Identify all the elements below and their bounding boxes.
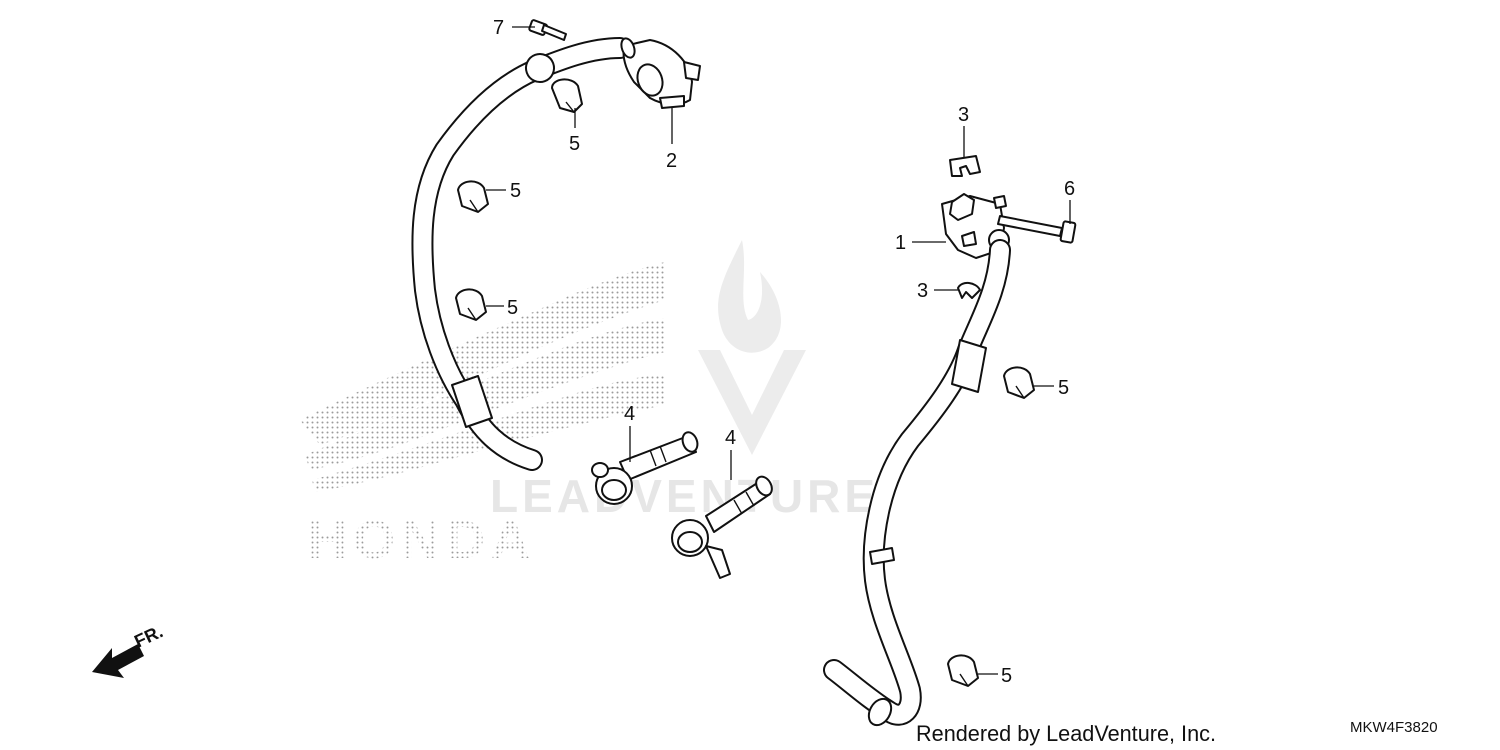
callout-5-left-top[interactable]: 5 xyxy=(569,133,580,155)
bolt-7 xyxy=(528,19,567,41)
valve-2 xyxy=(620,37,701,109)
clip-5-right-mid xyxy=(1003,366,1035,399)
clip-3-top xyxy=(949,155,981,177)
clip-5-right-low xyxy=(947,654,979,687)
callout-3-top[interactable]: 3 xyxy=(958,104,969,126)
watermark-text: LEADVENTURE xyxy=(490,470,879,522)
honda-brand-text: HONDA xyxy=(308,510,536,570)
left-hose xyxy=(411,37,631,471)
leader-lines xyxy=(486,26,1071,675)
clip-3-low xyxy=(957,282,981,299)
callout-1[interactable]: 1 xyxy=(895,232,906,254)
callout-5-right-mid[interactable]: 5 xyxy=(1058,377,1069,399)
connector-4-right xyxy=(671,475,773,579)
right-hose xyxy=(823,239,1011,727)
callout-7[interactable]: 7 xyxy=(493,17,504,39)
callout-5-right-low[interactable]: 5 xyxy=(1001,665,1012,687)
bolt-6 xyxy=(997,215,1077,244)
connector-4-left xyxy=(591,431,699,505)
callout-5-left-mid[interactable]: 5 xyxy=(510,180,521,202)
callout-6[interactable]: 6 xyxy=(1064,178,1075,200)
callout-4-left[interactable]: 4 xyxy=(624,403,635,425)
diagram-code: MKW4F3820 xyxy=(1350,719,1438,736)
clip-5-left-top xyxy=(551,78,583,113)
front-direction-arrow: FR. xyxy=(92,621,166,678)
clip-5-left-mid xyxy=(457,180,489,213)
clip-5-left-low xyxy=(455,288,487,321)
callouts: 7 5 2 5 5 3 6 1 3 5 4 4 5 xyxy=(493,17,1075,687)
callout-2[interactable]: 2 xyxy=(666,150,677,172)
leadventure-watermark: LEADVENTURE xyxy=(490,240,879,522)
callout-4-right[interactable]: 4 xyxy=(725,427,736,449)
callout-3-low[interactable]: 3 xyxy=(917,280,928,302)
rendered-by-text: Rendered by LeadVenture, Inc. xyxy=(916,721,1216,746)
callout-5-left-low[interactable]: 5 xyxy=(507,297,518,319)
